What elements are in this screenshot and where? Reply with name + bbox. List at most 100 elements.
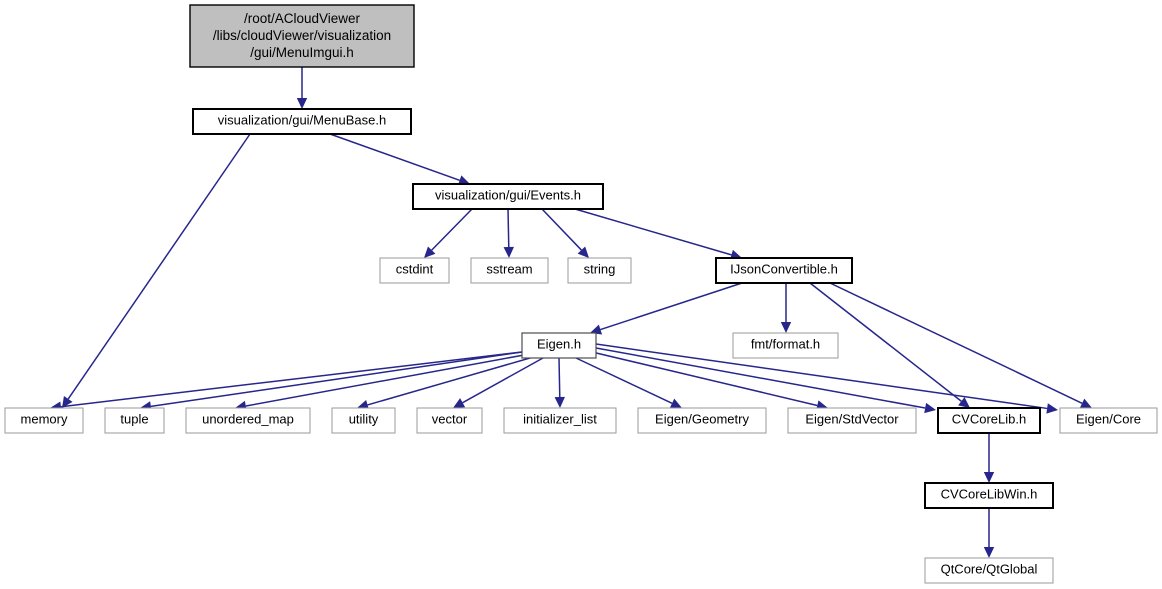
edge-line — [574, 208, 732, 256]
arrowhead-icon — [577, 246, 589, 258]
node-box[interactable] — [192, 108, 412, 135]
graph-node-vector[interactable]: vector — [416, 407, 483, 434]
edge-eigenh-to-unordered_map — [235, 354, 525, 412]
edge-menubase-to-memory — [62, 133, 251, 408]
edge-line — [558, 357, 561, 398]
graph-node-menubase[interactable]: visualization/gui/MenuBase.h — [192, 108, 412, 135]
arrowhead-icon — [424, 246, 436, 258]
edge-line — [809, 282, 962, 402]
arrowhead-icon — [669, 398, 682, 409]
edge-events-to-cstdint — [424, 208, 473, 258]
node-box[interactable] — [924, 482, 1054, 509]
graph-node-qtglobal[interactable]: QtCore/QtGlobal — [924, 557, 1054, 584]
arrowhead-icon — [958, 397, 970, 408]
graph-node-events[interactable]: visualization/gui/Events.h — [412, 183, 604, 210]
graph-node-root[interactable]: /root/ACloudViewer/libs/cloudViewer/visu… — [189, 4, 415, 68]
graph-node-tuple[interactable]: tuple — [104, 407, 165, 434]
arrowhead-icon — [924, 402, 936, 414]
edge-line — [591, 351, 818, 407]
node-box[interactable] — [924, 557, 1054, 584]
node-box[interactable] — [331, 407, 396, 434]
edge-line — [595, 343, 1048, 410]
graph-node-cvcorelibwin[interactable]: CVCoreLibWin.h — [924, 482, 1054, 509]
edge-line — [431, 208, 473, 251]
nodes-layer: /root/ACloudViewer/libs/cloudViewer/visu… — [4, 4, 1158, 584]
graph-node-eigen_geometry[interactable]: Eigen/Geometry — [637, 407, 767, 434]
graph-node-eigen_core[interactable]: Eigen/Core — [1059, 407, 1158, 434]
node-box[interactable] — [937, 407, 1041, 434]
arrowhead-icon — [296, 98, 308, 109]
arrowhead-icon — [503, 246, 514, 258]
edge-line — [575, 357, 673, 404]
arrowhead-icon — [457, 175, 470, 186]
arrowhead-icon — [983, 472, 995, 483]
graph-node-eigen_stdvector[interactable]: Eigen/StdVector — [787, 407, 917, 434]
node-box[interactable] — [470, 257, 549, 284]
node-box[interactable] — [732, 332, 839, 359]
edge-cvcorelib-to-cvcorelibwin — [983, 433, 995, 483]
edge-events-to-sstream — [503, 208, 514, 258]
edge-events-to-ijson — [574, 208, 742, 260]
arrowhead-icon — [453, 398, 466, 408]
node-box[interactable] — [567, 257, 632, 284]
graph-node-ijson[interactable]: IJsonConvertible.h — [715, 257, 853, 284]
graph-node-eigenh[interactable]: Eigen.h — [521, 332, 597, 359]
edge-line — [829, 282, 1083, 404]
graph-node-fmtformat[interactable]: fmt/format.h — [732, 332, 839, 359]
arrowhead-icon — [357, 399, 370, 410]
edge-eigenh-to-eigen_geometry — [575, 357, 682, 409]
edge-line — [245, 354, 525, 407]
node-box[interactable] — [4, 407, 84, 434]
node-box[interactable] — [416, 407, 483, 434]
graph-node-memory[interactable]: memory — [4, 407, 84, 434]
node-box[interactable] — [412, 183, 604, 210]
edge-line — [150, 351, 523, 408]
edge-line — [60, 351, 523, 408]
graph-node-sstream[interactable]: sstream — [470, 257, 549, 284]
node-box[interactable] — [1059, 407, 1158, 434]
node-box[interactable] — [715, 257, 853, 284]
node-box[interactable] — [637, 407, 767, 434]
edge-menubase-to-events — [329, 133, 470, 186]
arrowhead-icon — [554, 396, 565, 408]
arrowhead-icon — [780, 322, 792, 333]
edge-ijson-to-eigen_core — [829, 282, 1092, 408]
edge-root-to-menubase — [296, 67, 308, 109]
edge-line — [462, 357, 544, 404]
node-box[interactable] — [104, 407, 165, 434]
node-box[interactable] — [185, 407, 311, 434]
graph-node-utility[interactable]: utility — [331, 407, 396, 434]
edge-ijson-to-fmtformat — [780, 283, 792, 333]
node-box[interactable] — [521, 332, 597, 359]
edge-eigenh-to-initializer_list — [554, 357, 565, 408]
edge-eigenh-to-tuple — [140, 351, 523, 412]
edge-line — [507, 208, 510, 248]
graph-node-cstdint[interactable]: cstdint — [379, 257, 450, 284]
graph-node-cvcorelib[interactable]: CVCoreLib.h — [937, 407, 1041, 434]
edge-eigenh-to-cvcorelib — [595, 347, 936, 414]
arrowhead-icon — [983, 547, 995, 558]
edge-line — [367, 357, 531, 406]
edge-line — [595, 347, 926, 409]
graph-node-unordered_map[interactable]: unordered_map — [185, 407, 311, 434]
edge-ijson-to-cvcorelib — [809, 282, 970, 408]
edge-line — [329, 133, 460, 182]
arrowhead-icon — [1079, 398, 1092, 408]
arrowhead-icon — [62, 395, 73, 408]
edge-eigenh-to-vector — [453, 357, 544, 408]
edge-line — [67, 133, 251, 400]
edge-line — [541, 208, 582, 251]
graph-node-initializer_list[interactable]: initializer_list — [503, 407, 617, 434]
node-box[interactable] — [787, 407, 917, 434]
edge-events-to-string — [541, 208, 589, 258]
graph-node-string[interactable]: string — [567, 257, 632, 284]
edge-ijson-to-eigenh — [590, 282, 743, 335]
edge-eigenh-to-memory — [50, 351, 523, 412]
node-box[interactable] — [503, 407, 617, 434]
edge-line — [600, 282, 743, 331]
edge-eigenh-to-eigen_core — [595, 343, 1058, 414]
node-box[interactable] — [379, 257, 450, 284]
node-box[interactable] — [189, 4, 415, 68]
edge-cvcorelibwin-to-qtglobal — [983, 508, 995, 558]
